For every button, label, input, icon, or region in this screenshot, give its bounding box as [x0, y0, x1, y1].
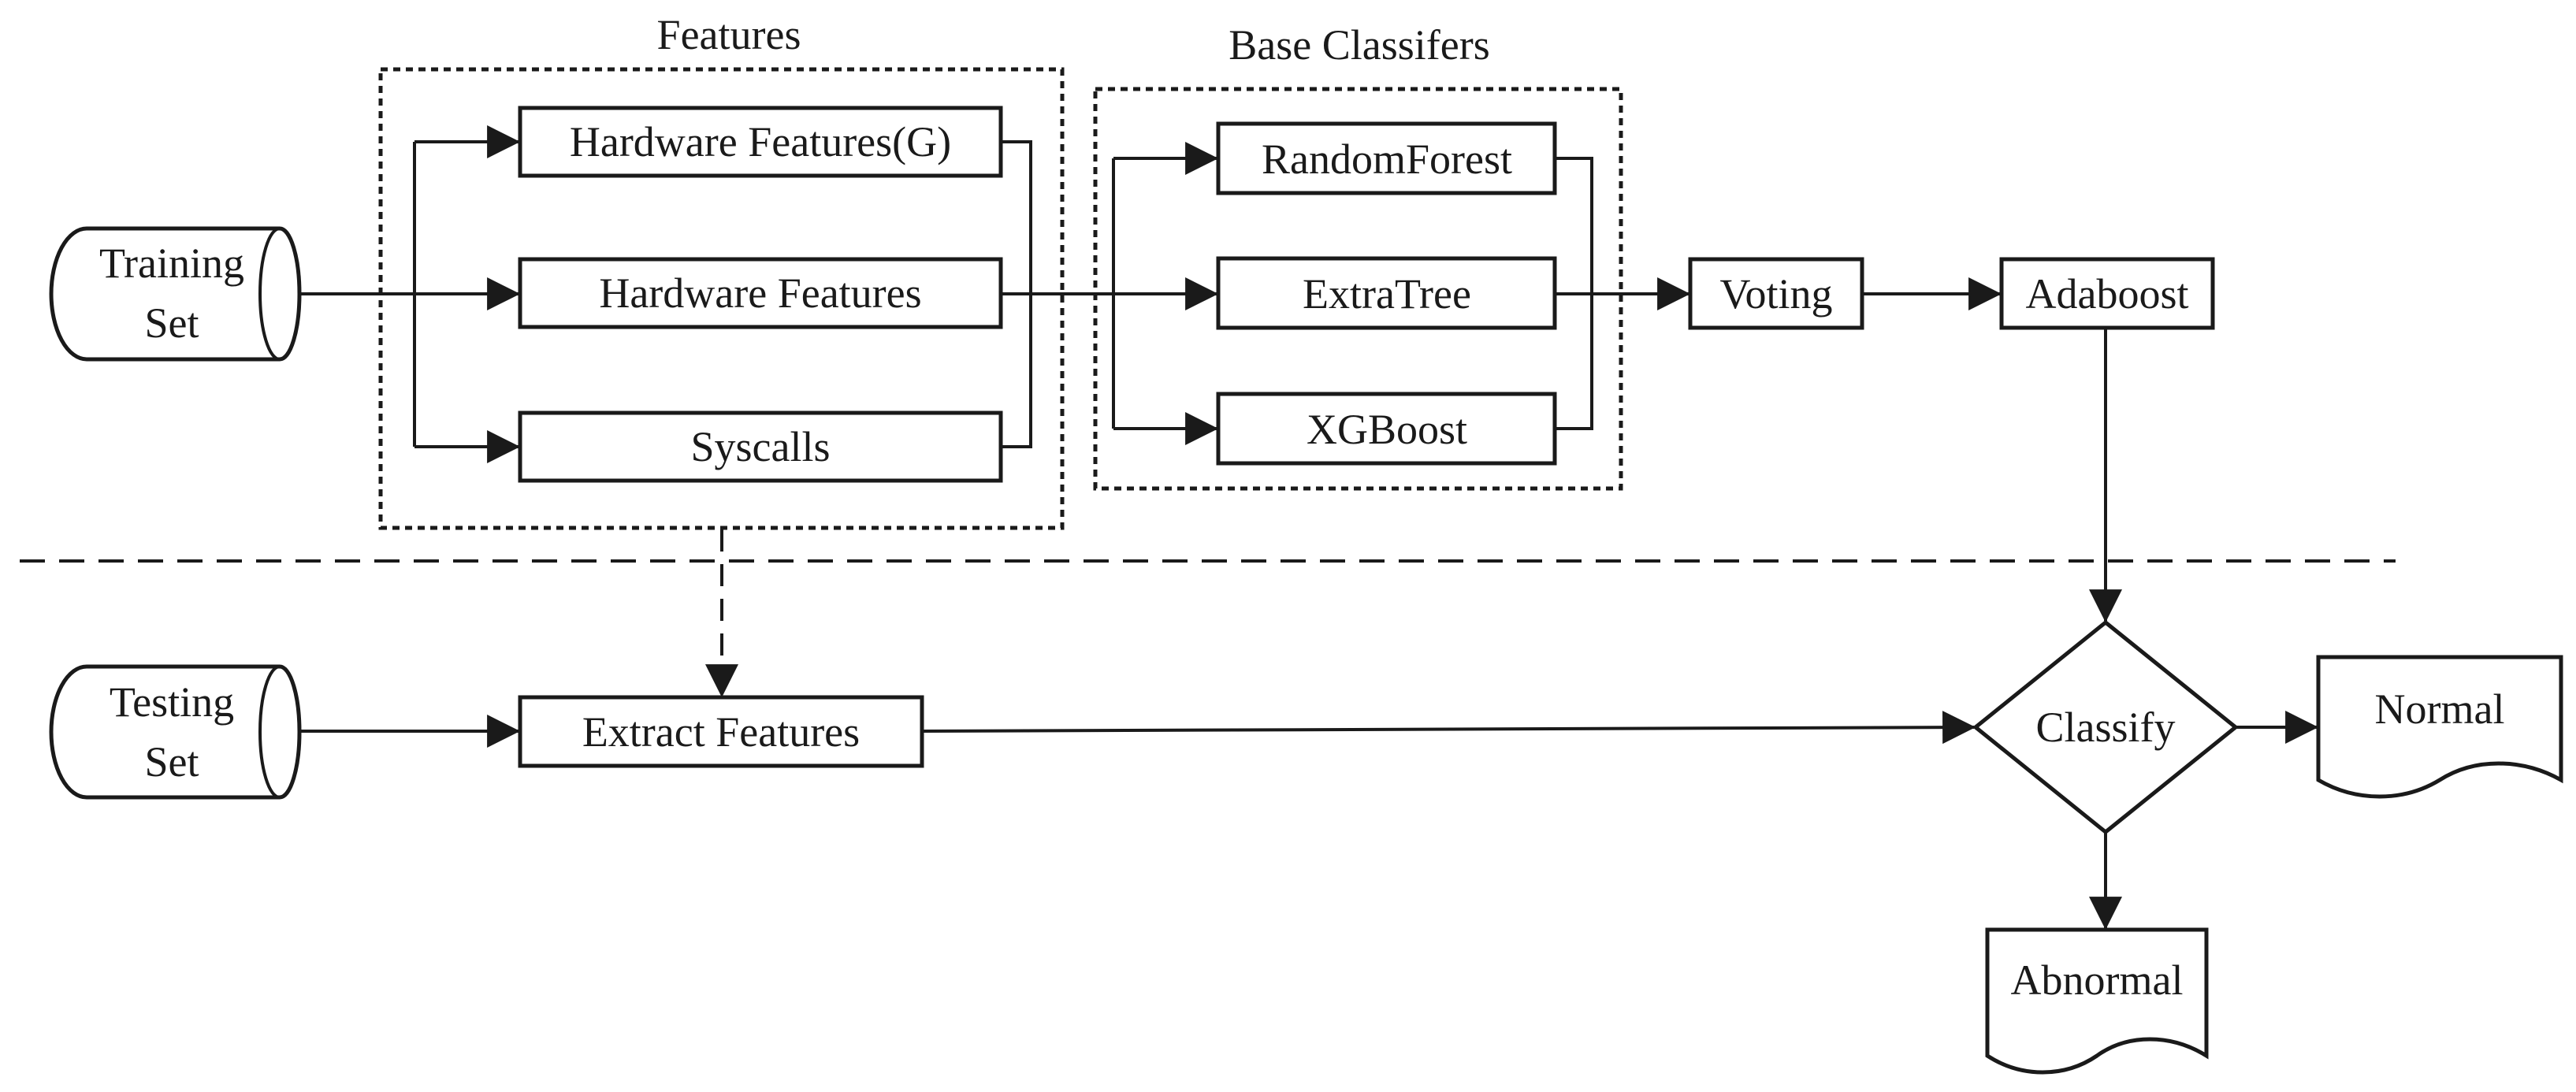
base-classifiers-group-title: Base Classifers [1229, 21, 1489, 69]
extract-to-classify-arrow [921, 711, 1976, 745]
testing-set-label-line1: Testing [110, 678, 234, 726]
normal-label: Normal [2375, 685, 2505, 733]
testing-set-label-line2: Set [144, 738, 199, 786]
abnormal-document-shape [1985, 927, 2209, 1075]
voting-label: Voting [1719, 270, 1832, 318]
hardware-features-label: Hardware Features [599, 269, 921, 317]
hardware-features-g-label: Hardware Features(G) [570, 118, 951, 165]
testing-set-node: Testing Set [49, 664, 302, 800]
random-forest-label: RandomForest [1262, 136, 1512, 183]
syscalls-label: Syscalls [690, 423, 830, 470]
abnormal-label: Abnormal [2011, 956, 2184, 1004]
base-classifiers-group-frame [1093, 87, 1623, 491]
features-group-frame [378, 67, 1065, 530]
training-set-node: Training Set [49, 226, 302, 362]
adaboost-label: Adaboost [2026, 270, 2189, 318]
adaboost-box [1999, 257, 2215, 330]
training-set-label-line1: Training [99, 240, 244, 287]
voting-box [1688, 257, 1864, 330]
hardware-features-box [518, 257, 1003, 329]
extra-tree-box [1216, 256, 1557, 330]
features-group-title: Features [657, 11, 801, 58]
training-set-label-line2: Set [144, 299, 199, 347]
extra-tree-label: ExtraTree [1303, 270, 1471, 318]
extract-features-label: Extract Features [582, 708, 860, 756]
extract-features-box [518, 695, 924, 768]
normal-document-shape [2316, 655, 2563, 799]
xgboost-label: XGBoost [1307, 406, 1467, 453]
classify-label: Classify [2035, 704, 2175, 751]
